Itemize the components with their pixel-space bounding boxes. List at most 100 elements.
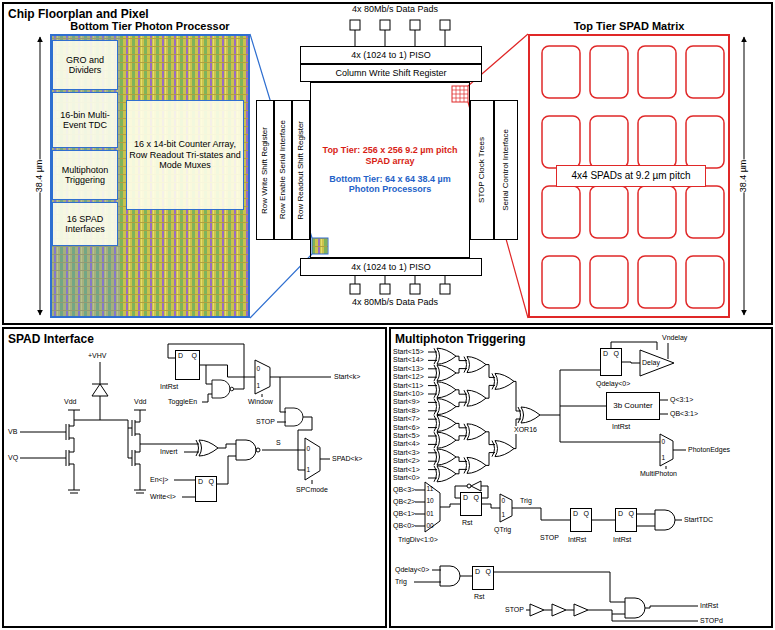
signal-name: Start<6> [393,424,420,432]
signal-name: STOP [256,418,275,426]
xor-tree-wire [456,356,467,474]
buffer-symbol [574,604,588,616]
pin-label: Q [614,350,619,358]
data-pad [440,284,450,294]
data-pad [440,20,450,30]
figure-panel: DQDelay3b Counter0111100100DQ01DQDQDQMul… [389,327,773,628]
block-label: GRO and Dividers [55,55,115,76]
data-pad [350,20,360,30]
spad-interface-schematic [20,344,331,497]
xor-gate [434,415,456,431]
block-label: Serial Control Interface [501,129,510,211]
xor-gate [492,441,514,457]
signal-name: QB<3> [393,486,415,494]
signal-name: Start<14> [393,356,424,364]
flip-flop: DQ [460,492,482,516]
signal-name: Vdd [64,398,76,406]
xor-tree-wire [486,365,495,466]
signal-name: STOPd [700,617,723,625]
shift-register: Row Write Shift Register [256,100,274,240]
signal-name: Trig [520,497,532,505]
nand-gate [236,440,260,460]
signal-name: Rst [474,593,485,601]
start-wire [428,352,437,478]
signal-name: S [276,439,281,447]
pin-label: Q [474,494,479,502]
mux-symbol [255,360,270,394]
mux-symbol: 01 [255,360,270,394]
circuit-block: 16-bin Multi-Event TDC [52,92,118,148]
signal-name: TrigDiv<1:0> [398,536,438,544]
pad-label: 4x 80Mb/s Data Pads [352,298,438,308]
xor-gate [464,357,486,373]
signal-wire [440,504,460,507]
signal-name: XOR16 [514,426,537,434]
mux-symbol [660,434,673,466]
die-photo [50,34,250,318]
pin-label: Q [584,510,589,518]
signal-name: Start<7> [393,415,420,423]
nand-gate [212,380,234,398]
mux-input-label: 0 [502,497,506,504]
signal-name: QB<0> [393,522,415,530]
pin-label: D [178,352,183,360]
pixel-array: Top Tier: 256 x 256 9.2 µm pitch SPAD ar… [310,82,470,258]
counter-block: 3b Counter [606,392,660,420]
mux-symbol [425,482,440,532]
circuit-block: 16 SPAD Interfaces [52,202,118,246]
signal-name: ToggleEn [168,398,197,406]
block-label: Row Write Shift Register [260,127,269,214]
signal-name: Window [248,398,273,406]
signal-name: Start<13> [393,365,424,373]
signal-name: Start<9> [393,398,420,406]
circuit-block: 16 x 14-bit Counter Array, Row Readout T… [126,100,244,210]
spad-cell [542,46,580,98]
signal-name: STOP [505,606,524,614]
spad-cell [686,256,724,308]
mux-symbol: 11100100 [425,482,440,532]
signal-name: Start<12> [393,373,424,381]
signal-name: En<j> [150,476,168,484]
flip-flop: DQ [195,476,217,502]
spad-cell [590,186,628,238]
block-label: 4x (1024 to 1) PISO [351,50,431,60]
signal-name: Start<15> [393,348,424,356]
signal-name: StartTDC [684,516,713,524]
spad-cell [638,116,676,168]
signal-name: PhotonEdges [688,446,730,454]
mux-input-label: 00 [427,522,434,529]
buffer-symbol [552,604,566,616]
die-photo [50,34,120,318]
section-heading: Bottom Tier Photon Processor [52,20,248,33]
and-gate [285,408,303,426]
logic-wire [168,344,331,497]
flip-flop: DQ [175,350,200,380]
spad-cell [686,46,724,98]
clock-tree: STOP Clock Trees [470,100,494,240]
mux-input-label: 0 [307,445,311,452]
cell-label: Delay [642,359,660,367]
floorplan-art [40,20,744,318]
figure-panel: DQ01DQ01SPAD Interface [2,327,387,628]
signal-wire [592,520,615,521]
circuit-block: GRO and Dividers [52,40,118,90]
signal-name: Start<10> [393,390,424,398]
block-label: Multiphoton Triggering [55,165,115,186]
signal-name: IntRst [160,383,178,391]
mux-input-label: 0 [662,438,666,445]
signal-name: Start<2> [393,457,420,465]
multiphoton-schematic [414,343,698,621]
pitch-note: 4x4 SPADs at 9.2 µm pitch [556,165,706,187]
signal-wire [622,362,640,363]
signal-name: QTrig [494,526,511,534]
pin-label: D [475,568,480,576]
and-gate [655,510,675,530]
data-pad [350,284,360,294]
pixel-marker [452,86,468,102]
spad-cell [590,116,628,168]
signal-name: SPCmode [296,486,328,494]
pin-label: D [198,478,203,486]
spad-ground [530,36,728,316]
piso-block: 4x (1024 to 1) PISO [300,258,482,276]
signal-name: SPAD<k> [332,455,362,463]
